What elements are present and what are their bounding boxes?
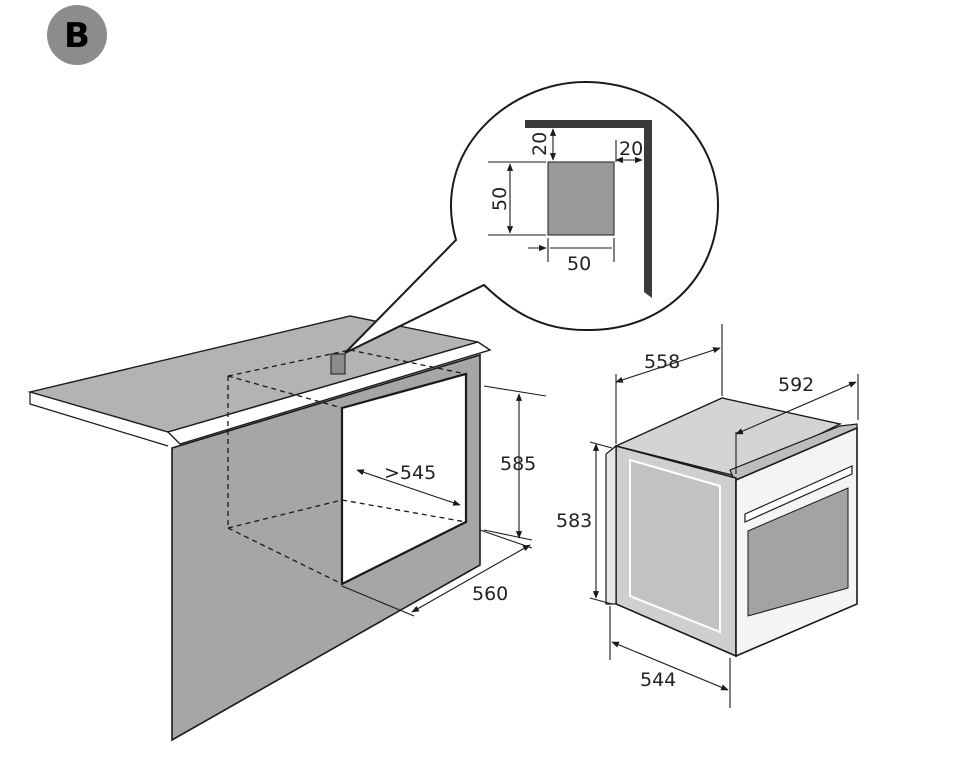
cabinet-dimensions: >545 585 560	[341, 385, 547, 617]
detail-width-label: 50	[567, 253, 591, 275]
cabinet-depth-label: >545	[384, 462, 436, 484]
oven-handle	[744, 465, 853, 523]
worktop-edge	[166, 341, 492, 445]
oven-dimensions: 558 592 583 544	[556, 324, 859, 708]
detail-callout: 20 20 50 50	[344, 80, 720, 354]
section-badge-label: B	[64, 16, 90, 56]
oven-body-depth-label: 544	[640, 669, 676, 691]
callout-bubble	[344, 80, 720, 354]
oven-window	[747, 487, 849, 617]
cabinet-height-label: 585	[500, 453, 536, 475]
cabinet-width-label: 560	[472, 583, 508, 605]
section-badge: B	[47, 5, 107, 65]
oven-height-label: 583	[556, 510, 592, 532]
oven-width-label: 592	[778, 374, 814, 396]
detail-right-offset-label: 20	[619, 138, 643, 160]
detail-top-offset-label: 20	[529, 132, 551, 156]
kitchen-cabinet	[27, 315, 492, 742]
detail-height-label: 50	[489, 187, 511, 211]
vent-opening	[547, 161, 615, 236]
vent-cutout	[330, 353, 346, 375]
oven	[605, 397, 858, 658]
oven-depth-label: 558	[644, 351, 680, 373]
